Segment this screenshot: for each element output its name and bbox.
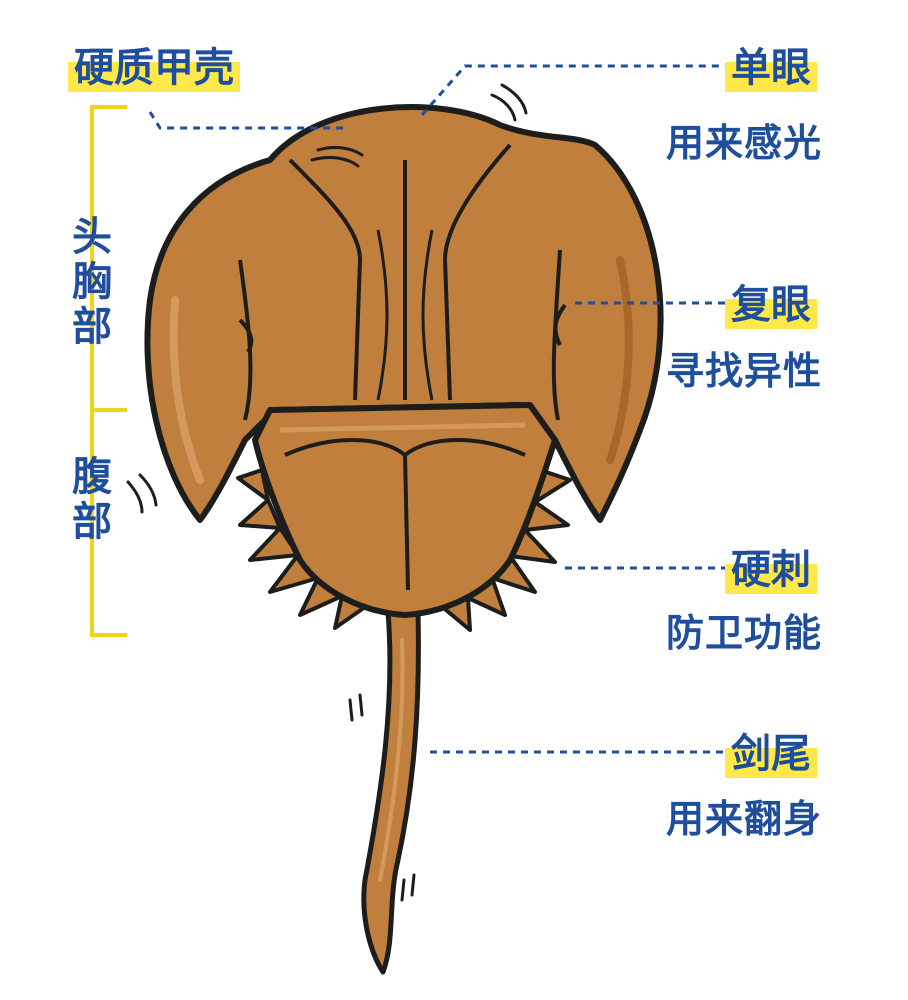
abdomen-median-line [403, 454, 410, 591]
label-spines-desc: 防卫功能 [666, 611, 823, 655]
motion-marks [126, 83, 528, 902]
leader-lines [148, 64, 730, 754]
compound-eye-left [238, 318, 254, 354]
label-carapace: 硬质甲壳 [68, 46, 240, 92]
label-ocellus-title: 单眼 [725, 46, 817, 92]
center-groove-right [421, 229, 434, 401]
shell-highlight-left [169, 296, 204, 484]
ridge-right [551, 249, 562, 421]
shell-shadow-right [606, 256, 633, 464]
ridge-inner-left [288, 158, 363, 401]
label-compound-eye-desc: 寻找异性 [666, 349, 823, 393]
shell-sheen-marks [310, 146, 364, 168]
compound-eye-right [553, 303, 567, 346]
label-cephalothorax: 头胸部 [72, 214, 112, 350]
region-bracket [90, 105, 127, 637]
tail-highlight [378, 638, 405, 882]
label-ocellus-desc: 用来感光 [666, 121, 823, 165]
leader-ocellus [420, 64, 728, 116]
telson-tail [361, 609, 421, 975]
leader-carapace [148, 111, 345, 130]
label-compound-eye-title: 复眼 [725, 283, 817, 329]
label-telson-title: 剑尾 [725, 732, 817, 778]
label-telson-desc: 用来翻身 [666, 797, 823, 841]
label-abdomen: 腹部 [72, 454, 112, 545]
ridge-inner-right [442, 143, 512, 401]
label-spines-title: 硬刺 [725, 548, 817, 594]
center-groove-left [376, 229, 389, 401]
abdomen-top-highlight [279, 422, 526, 433]
